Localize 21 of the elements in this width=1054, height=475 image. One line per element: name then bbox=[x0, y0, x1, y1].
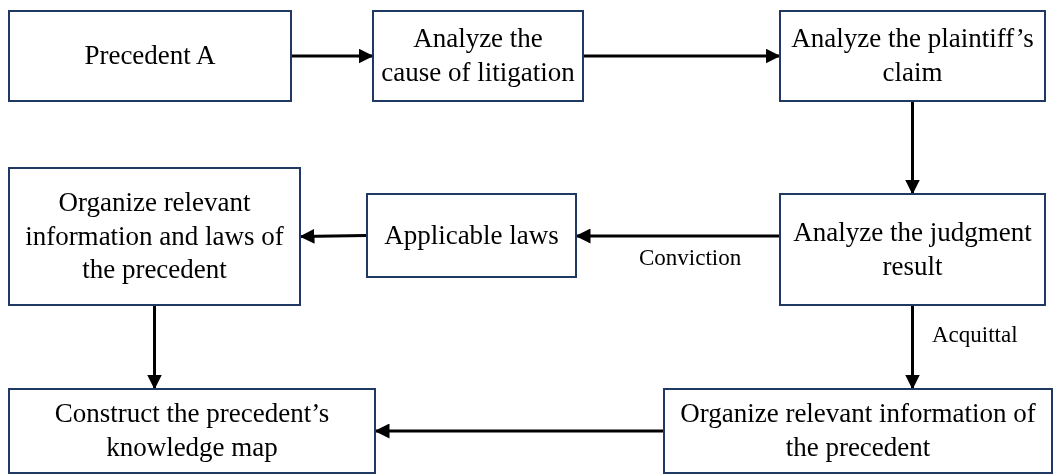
process-box bbox=[8, 10, 292, 102]
box-label: Applicable laws bbox=[384, 218, 559, 252]
box-label: Analyze the plaintiff’s claim bbox=[790, 22, 1035, 89]
arrow bbox=[292, 48, 374, 64]
arrow bbox=[147, 306, 162, 390]
arrow bbox=[905, 102, 920, 195]
box-label: Organize relevant information of the precedent bbox=[679, 397, 1037, 464]
arrow bbox=[584, 48, 781, 64]
process-box bbox=[366, 193, 577, 278]
box-label: Organize relevant information and laws of the precedent bbox=[24, 185, 285, 287]
box-label: Analyze the cause of litigation bbox=[380, 22, 576, 89]
process-box bbox=[663, 388, 1053, 474]
arrow bbox=[905, 306, 920, 390]
process-box bbox=[8, 167, 301, 306]
process-box bbox=[372, 10, 584, 102]
process-box bbox=[779, 193, 1046, 306]
process-box bbox=[779, 10, 1046, 102]
process-box bbox=[8, 388, 376, 474]
box-label: Construct the precedent’s knowledge map bbox=[53, 397, 331, 464]
box-label: Precedent A bbox=[84, 39, 216, 73]
box-label: Analyze the judgment result bbox=[792, 215, 1033, 283]
